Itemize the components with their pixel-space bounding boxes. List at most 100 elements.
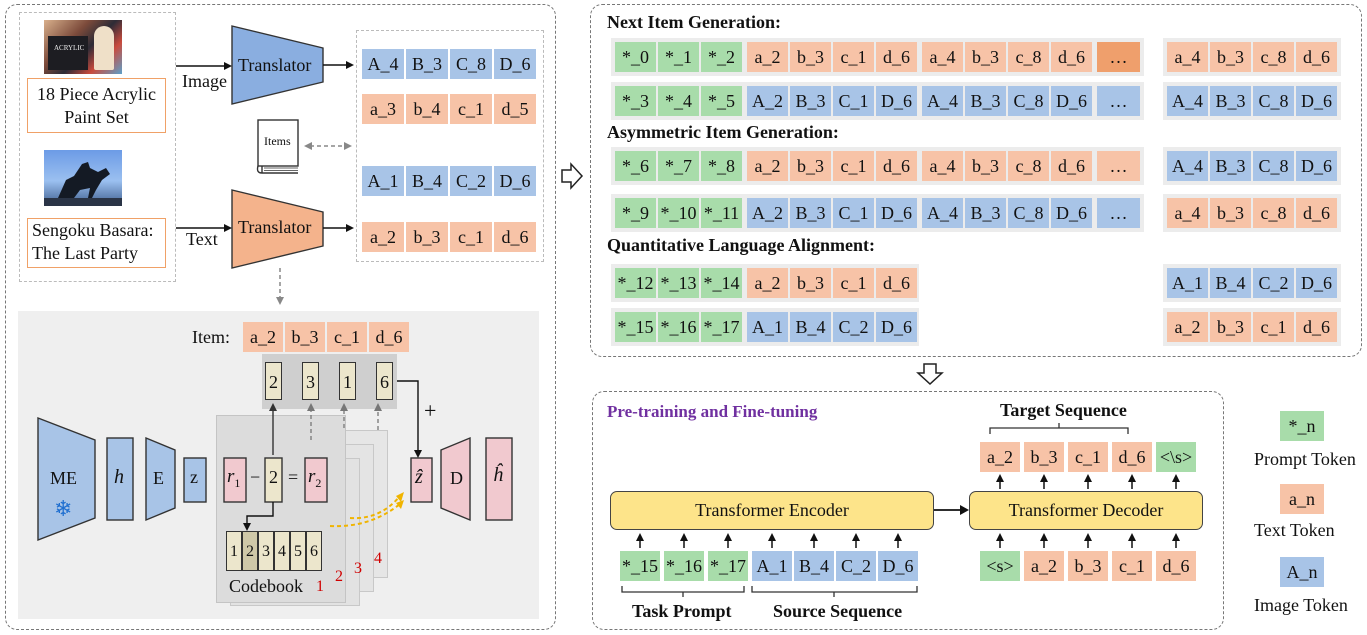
target-image-token: B_3 bbox=[1210, 151, 1251, 181]
image-token: A_4 bbox=[922, 198, 963, 228]
image-token: D_6 bbox=[494, 49, 536, 79]
text-token: c_1 bbox=[450, 222, 492, 252]
decoder-label: Transformer Decoder bbox=[1008, 500, 1164, 520]
up-arrow-head bbox=[680, 533, 688, 541]
text-token: d_6 bbox=[876, 42, 917, 72]
prompt-token: *_9 bbox=[615, 198, 656, 228]
next-item-title: Next Item Generation: bbox=[607, 12, 781, 32]
image-token: C_1 bbox=[833, 86, 874, 116]
text-token: a_2 bbox=[747, 151, 788, 181]
target-text-token: b_3 bbox=[1210, 312, 1251, 342]
image-translator-label: Translator bbox=[238, 55, 312, 75]
text-token: a_3 bbox=[362, 94, 404, 124]
prompt-token: *_15 bbox=[615, 312, 656, 342]
target-image-token: D_6 bbox=[1296, 268, 1337, 298]
image-token: D_6 bbox=[1051, 86, 1092, 116]
image-token: B_3 bbox=[790, 198, 831, 228]
hhat-box bbox=[485, 437, 513, 521]
prompt-token: *_11 bbox=[701, 198, 742, 228]
hollow-down-arrow bbox=[916, 363, 944, 386]
decoder-input-token: <s> bbox=[980, 551, 1020, 581]
ellipsis-token: … bbox=[1097, 86, 1140, 116]
up-arrow-head bbox=[1084, 474, 1092, 482]
text-token: a_2 bbox=[747, 42, 788, 72]
prompt-token: *_13 bbox=[658, 268, 699, 298]
item-token: b_3 bbox=[285, 322, 325, 352]
image-token: D_6 bbox=[876, 198, 917, 228]
prompt-token: *_5 bbox=[701, 86, 742, 116]
prompt-token: *_2 bbox=[701, 42, 742, 72]
tasks-panel bbox=[590, 4, 1362, 357]
zhat-box bbox=[410, 457, 433, 503]
d-label: D bbox=[450, 468, 463, 488]
product-image: ACRYLIC bbox=[44, 20, 122, 74]
ellipsis-token: … bbox=[1097, 151, 1140, 181]
prompt-token: *_4 bbox=[658, 86, 699, 116]
target-image-token: D_6 bbox=[1296, 151, 1337, 181]
decoder-input-token: a_2 bbox=[1024, 551, 1064, 581]
prompt-token: *_17 bbox=[701, 312, 742, 342]
text-token: d_6 bbox=[494, 222, 536, 252]
target-text-token: c_8 bbox=[1253, 42, 1294, 72]
small-up-arrows bbox=[636, 474, 1180, 548]
source-sequence-label: Source Sequence bbox=[773, 601, 903, 621]
decoder-input-token: d_6 bbox=[1156, 551, 1196, 581]
up-arrow-head bbox=[1128, 533, 1136, 541]
encoder-prompt-token: *_16 bbox=[664, 551, 704, 581]
codebook-index-3: 3 bbox=[354, 560, 362, 577]
up-arrow-head bbox=[1040, 533, 1048, 541]
h-box bbox=[106, 437, 134, 521]
target-text-token: d_6 bbox=[1296, 198, 1337, 228]
encoder-source-token: B_4 bbox=[794, 551, 834, 581]
items-label: Items bbox=[264, 134, 291, 148]
text-token: b_3 bbox=[406, 222, 448, 252]
encoder-prompt-token: *_15 bbox=[620, 551, 660, 581]
r2-box bbox=[304, 457, 328, 503]
transformer-decoder: Transformer Decoder bbox=[969, 491, 1203, 530]
codebook-layer-1 bbox=[216, 415, 346, 603]
text-token: d_6 bbox=[1051, 42, 1092, 72]
r2-base: r bbox=[308, 466, 316, 487]
legend-image-token: A_n bbox=[1280, 557, 1324, 587]
plus-label: + bbox=[424, 398, 437, 423]
image-token: A_1 bbox=[747, 312, 788, 342]
up-arrow-head bbox=[1172, 474, 1180, 482]
legend-prompt-label: Prompt Token bbox=[1254, 449, 1356, 469]
product-box bbox=[48, 36, 88, 70]
legend-text-token: a_n bbox=[1280, 484, 1324, 514]
codebook-index-4: 4 bbox=[374, 550, 382, 567]
prompt-token: *_12 bbox=[615, 268, 656, 298]
r2-sub: 2 bbox=[315, 475, 322, 490]
zhat-label: ẑ bbox=[415, 466, 423, 488]
legend-prompt-token: *_n bbox=[1280, 411, 1324, 441]
product-person bbox=[94, 26, 114, 70]
e-shape bbox=[145, 436, 176, 522]
target-text-token: a_4 bbox=[1167, 198, 1208, 228]
r1-box bbox=[223, 457, 247, 503]
target-text-token: c_1 bbox=[1253, 312, 1294, 342]
text-token: d_6 bbox=[1051, 151, 1092, 181]
hollow-right-arrow bbox=[561, 162, 584, 190]
image-translator-shape bbox=[231, 25, 324, 105]
target-image-token: C_8 bbox=[1253, 151, 1294, 181]
legend-image-label: Image Token bbox=[1254, 595, 1348, 615]
selected-code-cell: 1 bbox=[339, 362, 356, 400]
up-arrow-head bbox=[996, 474, 1004, 482]
target-image-token: A_4 bbox=[1167, 86, 1208, 116]
game-image bbox=[44, 150, 122, 206]
prompt-token: *_10 bbox=[658, 198, 699, 228]
equals-label: = bbox=[288, 467, 299, 487]
input-box bbox=[19, 12, 176, 282]
selected-code-cell: 3 bbox=[302, 362, 319, 400]
image-token: C_8 bbox=[1008, 198, 1049, 228]
image-token: A_1 bbox=[362, 166, 404, 196]
item-token: a_2 bbox=[243, 322, 283, 352]
up-arrow-head bbox=[1172, 533, 1180, 541]
r1-sub: 1 bbox=[234, 475, 241, 490]
image-token: B_3 bbox=[790, 86, 831, 116]
image-token: C_8 bbox=[450, 49, 492, 79]
image-token: D_6 bbox=[1051, 198, 1092, 228]
product-caption-box: 18 Piece Acrylic Paint Set bbox=[27, 78, 166, 133]
